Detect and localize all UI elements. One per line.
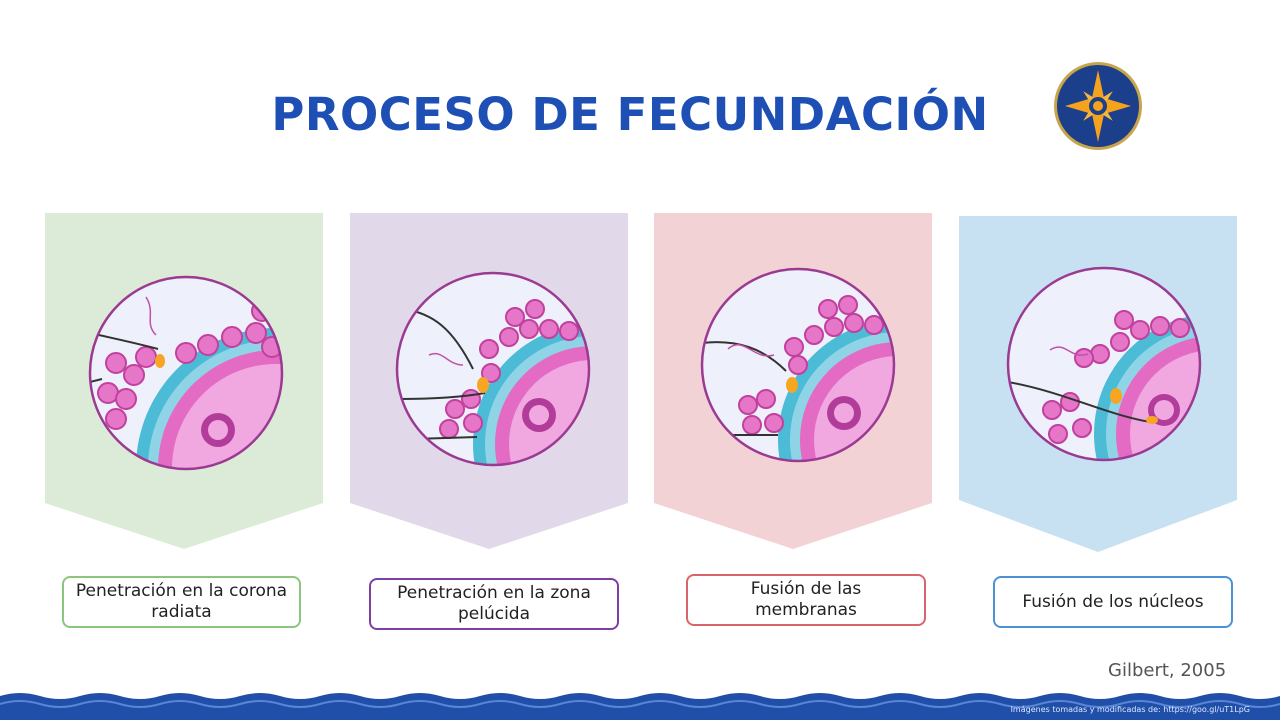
page-title: PROCESO DE FECUNDACIÓN <box>271 88 989 141</box>
step-label-fusion-nucleos: Fusión de los núcleos <box>993 576 1233 628</box>
step-panel-zona-pelucida <box>350 213 628 549</box>
image-source-note: Imágenes tomadas y modificadas de: https… <box>1010 705 1250 714</box>
step-panel-fusion-nucleos <box>959 216 1237 552</box>
citation-credit: Gilbert, 2005 <box>1108 660 1227 681</box>
step-label-fusion-membranas: Fusión de las membranas <box>686 574 926 626</box>
fertilization-illustration-4 <box>1006 266 1202 462</box>
step-label-corona-radiata: Penetración en la corona radiata <box>62 576 301 628</box>
fertilization-illustration-1 <box>88 275 284 471</box>
institution-logo <box>1054 62 1142 150</box>
step-panel-fusion-membranas <box>654 213 932 549</box>
step-label-zona-pelucida: Penetración en la zona pelúcida <box>369 578 619 630</box>
fertilization-illustration-2 <box>395 271 591 467</box>
step-panel-corona-radiata <box>45 213 323 549</box>
fertilization-illustration-3 <box>700 267 896 463</box>
decorative-wave-footer <box>0 693 1280 720</box>
